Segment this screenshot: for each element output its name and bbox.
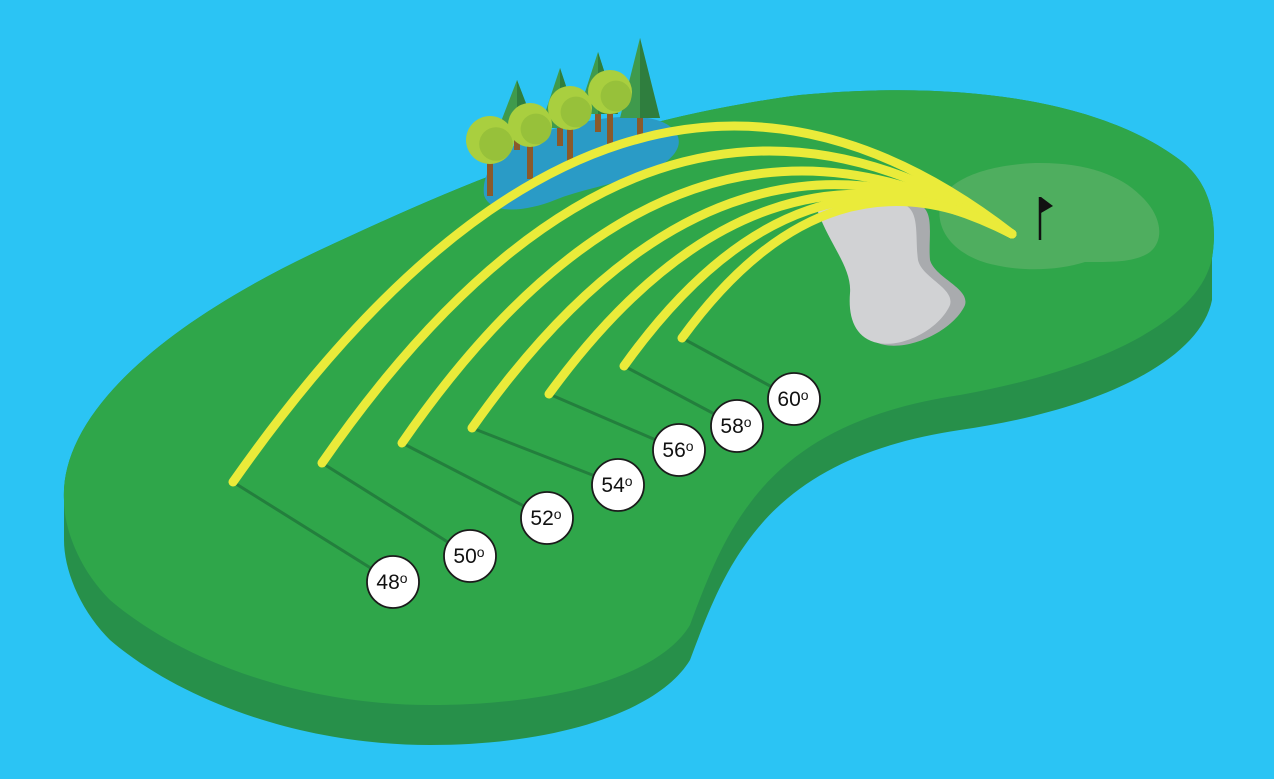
loft-badge [591, 458, 645, 512]
shot-arc [317, 146, 1017, 468]
tree-icon [508, 103, 552, 179]
loft-badge [710, 399, 764, 453]
tree-icon [466, 116, 514, 196]
tree-icon [548, 86, 592, 162]
leader-line [232, 480, 394, 584]
loft-label: 52o [520, 491, 574, 545]
loft-label: 48o [366, 555, 420, 609]
degree-mark: o [686, 438, 694, 454]
degree-mark: o [477, 544, 485, 560]
shot-arc [677, 197, 1017, 343]
degree-mark: o [400, 570, 408, 586]
loft-badge [443, 529, 497, 583]
loft-label: 60o [767, 372, 821, 426]
degree-mark: o [744, 414, 752, 430]
degree-mark: o [801, 387, 809, 403]
shot-arc [397, 166, 1017, 448]
loft-badge [767, 372, 821, 426]
flag-icon [1038, 197, 1053, 240]
leader-line [321, 461, 471, 558]
degree-mark: o [554, 506, 562, 522]
loft-label: 54o [591, 458, 645, 512]
putting-green [939, 162, 1160, 270]
shot-arcs [228, 121, 1017, 487]
tree-icon [588, 70, 632, 146]
sand-bunker [818, 198, 966, 346]
degree-mark: o [625, 473, 633, 489]
loft-label: 58o [710, 399, 764, 453]
loft-label: 56o [652, 423, 706, 477]
shot-arc [228, 121, 1017, 487]
leader-line [401, 441, 548, 520]
loft-badge [366, 555, 420, 609]
loft-label: 50o [443, 529, 497, 583]
loft-badge [520, 491, 574, 545]
tree-group [466, 38, 660, 196]
loft-badge [652, 423, 706, 477]
